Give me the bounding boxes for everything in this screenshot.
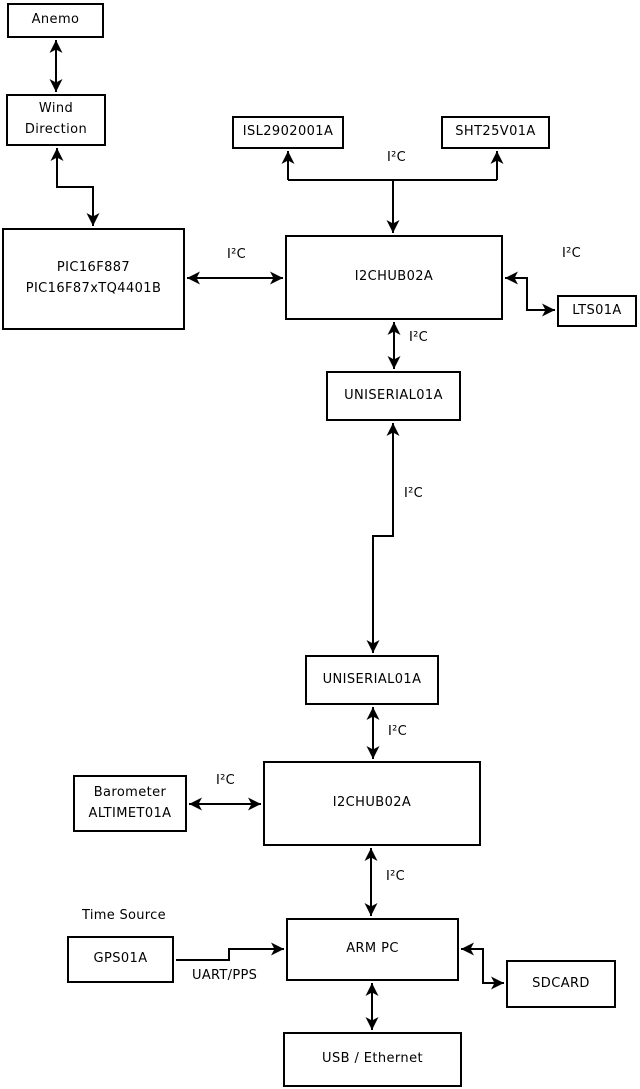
node-lts01a-label: LTS01A bbox=[572, 302, 622, 318]
node-uniserial01a-upper: UNISERIAL01A bbox=[326, 371, 461, 421]
node-gps01a-label: GPS01A bbox=[93, 951, 148, 967]
label-i2c-uniserial2-hub2: I²C bbox=[388, 724, 408, 739]
node-lts01a: LTS01A bbox=[557, 295, 637, 327]
node-pic16f887-label: PIC16F887 PIC16F87xTQ4401B bbox=[25, 260, 162, 296]
node-anemo: Anemo bbox=[7, 3, 104, 38]
node-arm-pc: ARM PC bbox=[286, 918, 459, 981]
edge-winddirection-pic bbox=[50, 148, 100, 226]
edge-gps-armpc bbox=[176, 942, 284, 961]
node-sht25v01a-label: SHT25V01A bbox=[455, 124, 536, 140]
node-uniserial01a-lower-label: UNISERIAL01A bbox=[322, 671, 422, 687]
node-gps01a: GPS01A bbox=[67, 936, 174, 983]
node-pic16f887: PIC16F887 PIC16F87xTQ4401B bbox=[2, 228, 185, 330]
label-i2c-pic-hub1: I²C bbox=[227, 247, 247, 262]
node-arm-pc-label: ARM PC bbox=[346, 941, 399, 957]
node-sht25v01a: SHT25V01A bbox=[441, 116, 550, 149]
node-isl2902001a-label: ISL2902001A bbox=[242, 124, 334, 140]
label-i2c-top-branch: I²C bbox=[387, 150, 407, 165]
label-i2c-hub1-lts: I²C bbox=[562, 246, 582, 261]
node-barometer-altimet01a: Barometer ALTIMET01A bbox=[73, 775, 187, 832]
label-i2c-hub1-uniserial1: I²C bbox=[409, 330, 429, 345]
label-i2c-uniserial-link: I²C bbox=[404, 486, 424, 501]
edge-armpc-sdcard bbox=[461, 942, 504, 990]
label-time-source: Time Source bbox=[82, 908, 166, 923]
node-i2chub02a-lower-label: I2CHUB02A bbox=[332, 795, 412, 811]
node-uniserial01a-lower: UNISERIAL01A bbox=[305, 655, 439, 705]
node-usb-ethernet: USB / Ethernet bbox=[283, 1032, 462, 1087]
label-i2c-hub2-armpc: I²C bbox=[386, 869, 406, 884]
node-isl2902001a: ISL2902001A bbox=[232, 116, 344, 149]
label-i2c-barometer-hub2: I²C bbox=[216, 773, 236, 788]
node-wind-direction: Wind Direction bbox=[6, 94, 106, 146]
node-uniserial01a-upper-label: UNISERIAL01A bbox=[344, 387, 443, 403]
node-i2chub02a-lower: I2CHUB02A bbox=[263, 761, 481, 846]
node-wind-direction-label: Wind Direction bbox=[24, 101, 88, 137]
node-i2chub02a-upper-label: I2CHUB02A bbox=[354, 269, 434, 285]
node-i2chub02a-upper: I2CHUB02A bbox=[285, 235, 503, 320]
label-uart-pps: UART/PPS bbox=[192, 968, 258, 983]
node-anemo-label: Anemo bbox=[31, 12, 80, 28]
edge-hub1-lts01a bbox=[505, 271, 555, 317]
node-sdcard-label: SDCARD bbox=[532, 975, 590, 991]
node-usb-ethernet-label: USB / Ethernet bbox=[322, 1051, 423, 1067]
edge-uniserial1-uniserial2 bbox=[366, 423, 400, 653]
node-barometer-altimet01a-label: Barometer ALTIMET01A bbox=[88, 784, 172, 821]
node-sdcard: SDCARD bbox=[506, 960, 616, 1008]
